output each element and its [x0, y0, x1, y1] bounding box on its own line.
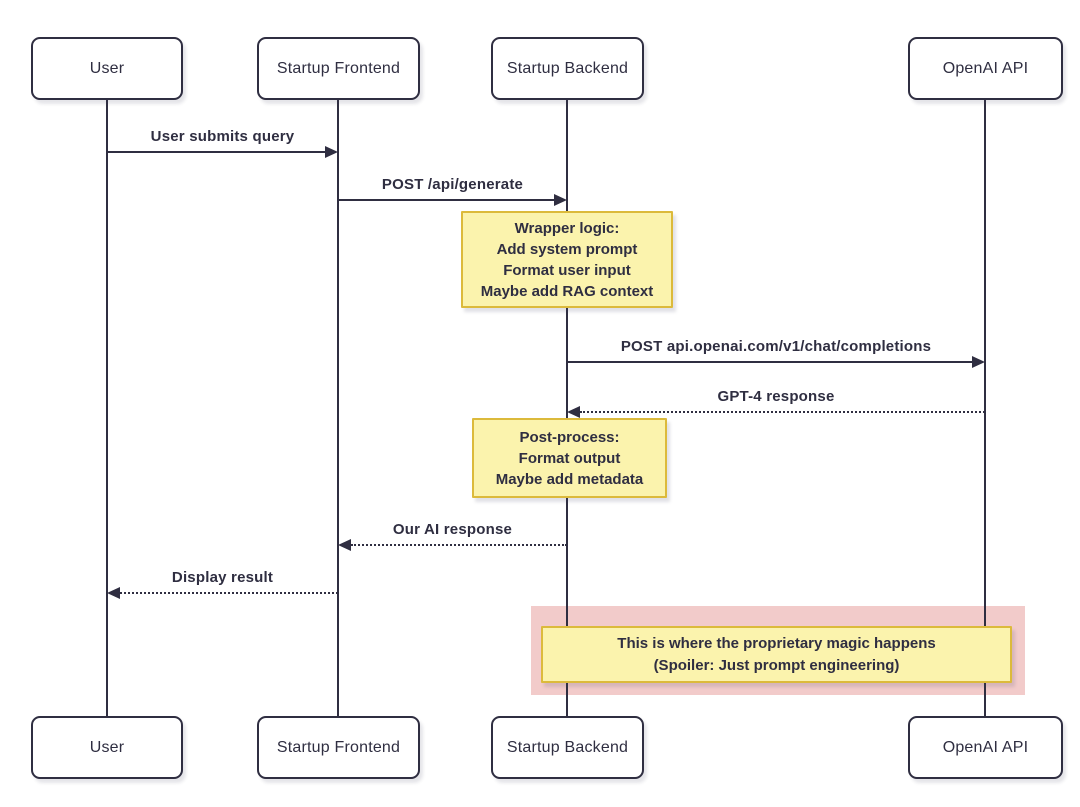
actor-startup-backend-bottom: Startup Backend	[491, 716, 644, 779]
message-gpt4-response-label: GPT-4 response	[717, 388, 835, 405]
arrow-head-icon	[338, 539, 351, 551]
arrow-head-icon	[567, 406, 580, 418]
actor-label: Startup Frontend	[276, 59, 401, 77]
actor-label: Startup Backend	[506, 738, 629, 756]
message-our-ai-response-line	[351, 544, 567, 546]
actor-label: User	[89, 738, 125, 756]
message-post-api-generate-line	[338, 199, 555, 201]
arrow-head-icon	[107, 587, 120, 599]
actor-label: Startup Frontend	[276, 738, 401, 756]
actor-openai-api-bottom: OpenAI API	[908, 716, 1063, 779]
actor-label: OpenAI API	[942, 59, 1029, 77]
lifeline-openai-api	[984, 99, 986, 717]
note-line: Maybe add RAG context	[480, 282, 654, 300]
note-line: Format output	[518, 449, 621, 467]
actor-startup-frontend-bottom: Startup Frontend	[257, 716, 420, 779]
lifeline-startup-frontend	[337, 99, 339, 717]
message-post-api-generate-label: POST /api/generate	[381, 176, 524, 193]
message-user-submits-query-label: User submits query	[150, 128, 295, 145]
message-post-openai-completions-label: POST api.openai.com/v1/chat/completions	[620, 338, 932, 355]
lifeline-user	[106, 99, 108, 717]
note-line: Wrapper logic:	[514, 219, 620, 237]
actor-startup-backend-top: Startup Backend	[491, 37, 644, 100]
actor-label: OpenAI API	[942, 738, 1029, 756]
actor-user-bottom: User	[31, 716, 183, 779]
note-line: Format user input	[503, 261, 631, 279]
note-line: Maybe add metadata	[495, 470, 644, 488]
note-line: (Spoiler: Just prompt engineering)	[653, 656, 900, 674]
note-line: Add system prompt	[496, 240, 638, 258]
actor-label: Startup Backend	[506, 59, 629, 77]
message-display-result-line	[120, 592, 338, 594]
message-post-openai-completions-line	[567, 361, 973, 363]
message-display-result-label: Display result	[171, 569, 274, 586]
message-user-submits-query-line	[107, 151, 326, 153]
actor-user-top: User	[31, 37, 183, 100]
actor-startup-frontend-top: Startup Frontend	[257, 37, 420, 100]
arrow-head-icon	[325, 146, 338, 158]
note-proprietary-magic: This is where the proprietary magic happ…	[541, 626, 1012, 683]
note-line: This is where the proprietary magic happ…	[617, 634, 936, 652]
arrow-head-icon	[554, 194, 567, 206]
note-line: Post-process:	[519, 428, 620, 446]
message-our-ai-response-label: Our AI response	[392, 521, 513, 538]
message-gpt4-response-line	[580, 411, 985, 413]
note-post-process: Post-process: Format output Maybe add me…	[472, 418, 667, 498]
actor-openai-api-top: OpenAI API	[908, 37, 1063, 100]
arrow-head-icon	[972, 356, 985, 368]
note-wrapper-logic: Wrapper logic: Add system prompt Format …	[461, 211, 673, 308]
actor-label: User	[89, 59, 125, 77]
